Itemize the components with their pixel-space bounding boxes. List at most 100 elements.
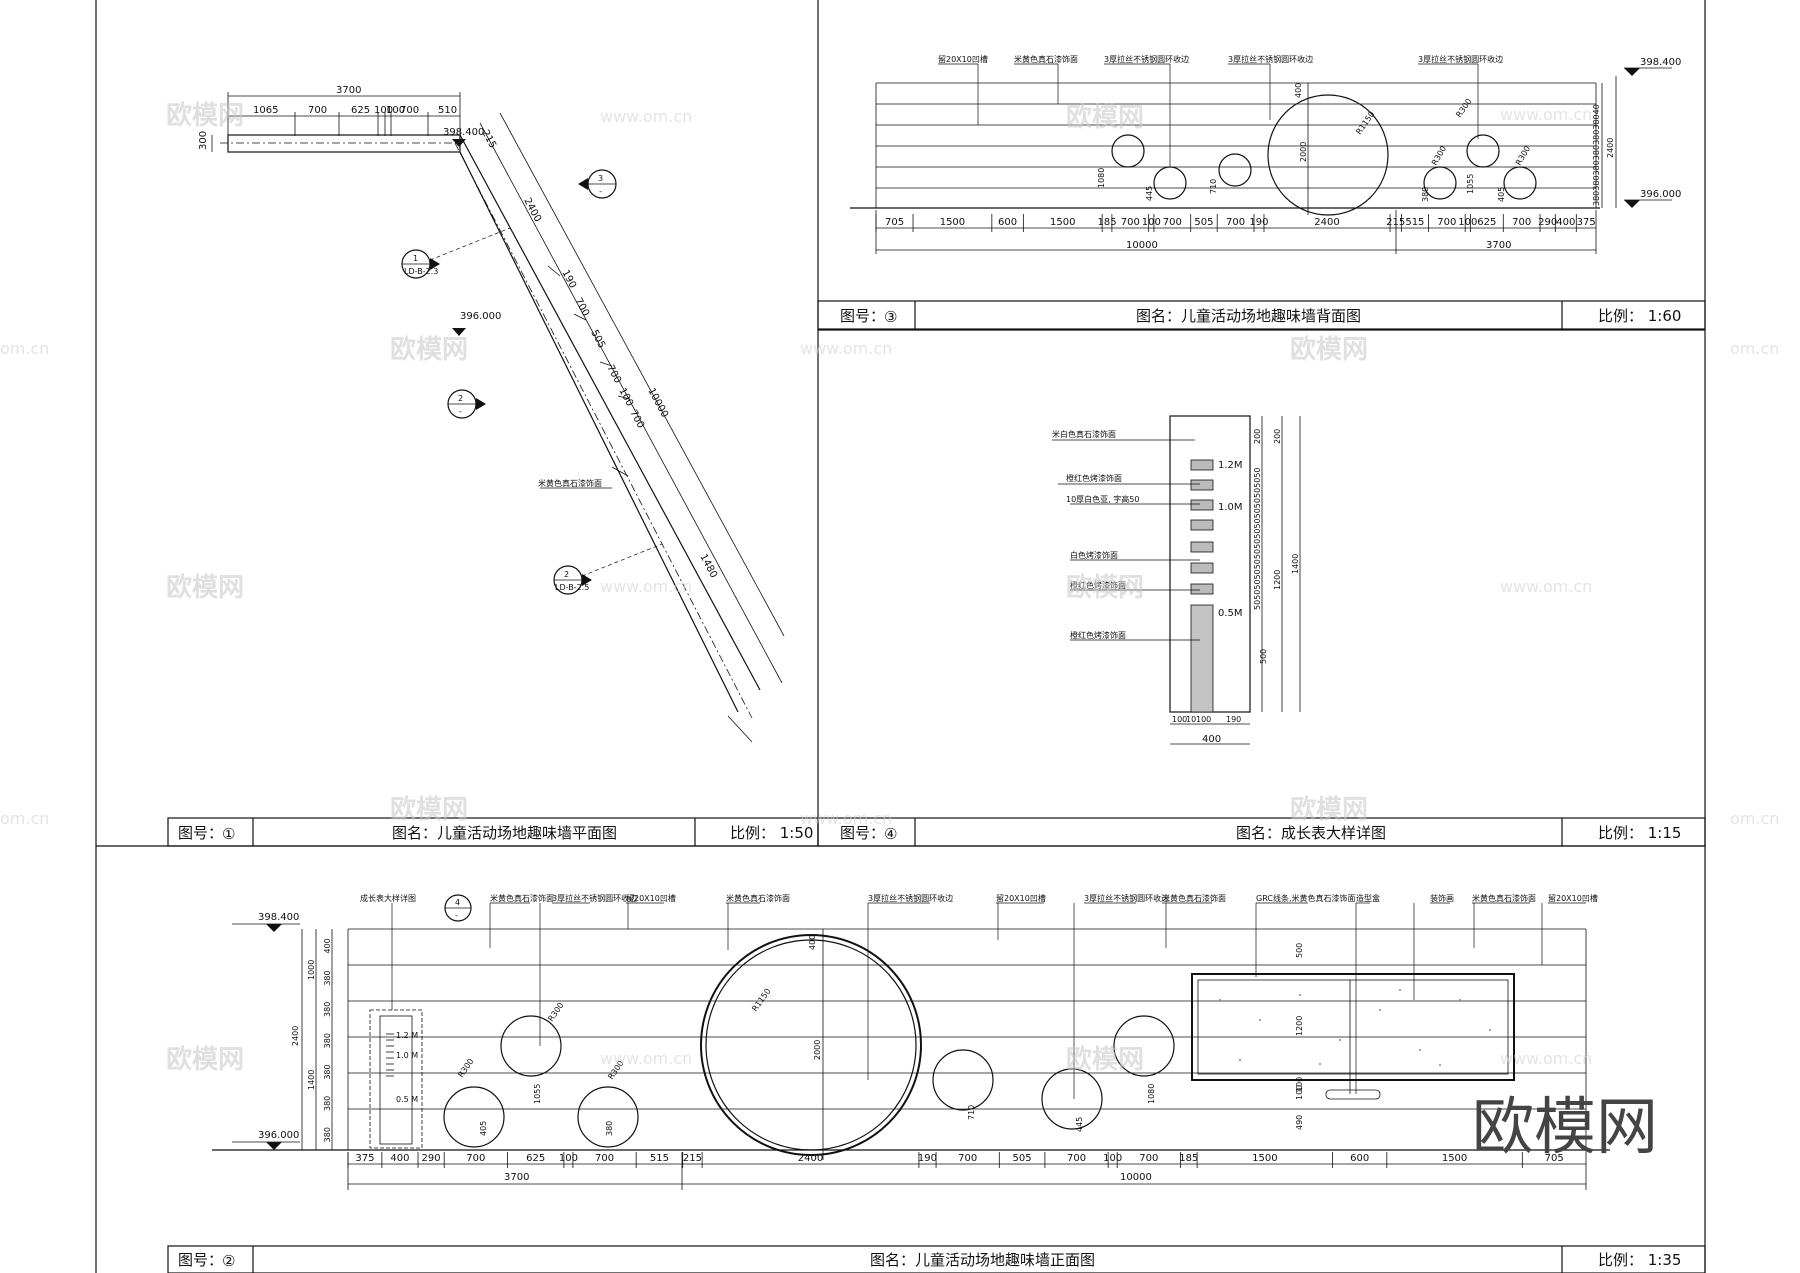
mark-3 <box>1190 499 1214 511</box>
callout-1: 1 LD-B-2.3 <box>401 227 511 279</box>
detail-bdim-100a: 100 <box>1172 715 1187 724</box>
back-note-1: 留20X10凹槽 <box>938 54 988 64</box>
svg-text:www.om.cn: www.om.cn <box>600 577 692 596</box>
svg-text:3: 3 <box>598 174 603 183</box>
dim-label: 100 <box>559 1153 578 1164</box>
sheet2-scale: 比例： 1:35 <box>1598 1251 1681 1269</box>
front-elev-bot: 396.000 <box>258 1130 299 1141</box>
front-total-10000: 10000 <box>1120 1172 1152 1183</box>
front-note-3: 3厚拉丝不锈钢圆环收边 <box>552 893 637 903</box>
dim-label: 625 <box>1477 217 1496 228</box>
watermarks: 欧模网 www.om.cn 欧模网 www.om.cn om.cn 欧模网 ww… <box>0 100 1779 1163</box>
dim-label: 100 <box>1458 217 1477 228</box>
left-stack-label: 380 <box>323 1096 332 1111</box>
plan-view: 3700 1065 700 625 100 100 700 510 300 39… <box>198 85 785 743</box>
detail-dim-200a: 200 <box>1253 429 1262 444</box>
back-vdim-380: 380 <box>1421 187 1430 202</box>
back-radius-big: R1150 <box>1354 110 1376 136</box>
svg-text:-: - <box>599 187 602 196</box>
front-vdim-445: 445 <box>1075 1117 1084 1132</box>
front-note-7: 留20X10凹槽 <box>996 893 1046 903</box>
plan-dim-300: 300 <box>198 131 209 150</box>
plan-elev-396: 396.000 <box>460 311 501 322</box>
dim-label: 290 <box>1538 217 1557 228</box>
dim-label: 700 <box>595 1153 614 1164</box>
dim-label: 700 <box>1067 1153 1086 1164</box>
detail-dim-200b: 200 <box>1273 429 1282 444</box>
dim-label: 215 <box>1386 217 1405 228</box>
detail-dim-500: 500 <box>1259 649 1268 664</box>
sheet1-fig-label: 图号： <box>178 824 223 842</box>
dim-label: 100 <box>1103 1153 1122 1164</box>
svg-text:www.om.cn: www.om.cn <box>1500 105 1592 124</box>
sheet3-scale: 比例： 1:60 <box>1598 307 1681 325</box>
detail-note-6: 橙红色烤漆饰面 <box>1070 630 1126 640</box>
back-note-2: 米黄色真石漆饰面 <box>1014 54 1078 64</box>
plan-slant-1480: 1480 <box>697 552 719 580</box>
dim-label: 625 <box>526 1153 545 1164</box>
front-mark-1.2: 1.2 M <box>396 1031 418 1040</box>
mark-1 <box>1190 459 1214 471</box>
dim-label: 700 <box>1139 1153 1158 1164</box>
detail-note-1: 米白色真石漆饰面 <box>1052 429 1116 439</box>
plan-material-note: 米黄色真石漆饰面 <box>538 478 602 488</box>
plan-slant-505: 505 <box>588 328 607 350</box>
dim-label: 1500 <box>1050 217 1075 228</box>
front-elevation: R1150 R300 R300 R300 1.2 M 1.0 M 0.5 M <box>212 893 1610 1190</box>
sheet2-fig-label: 图号： <box>178 1251 223 1269</box>
front-elev-bot-marker <box>266 1142 282 1150</box>
left-stack-label: 380 <box>323 1064 332 1079</box>
detail-note-2: 橙红色烤漆饰面 <box>1066 473 1122 483</box>
mark-5 <box>1190 541 1214 553</box>
back-elevation: R1150 R300 R300 R300 留20X10凹槽 米黄色真石漆饰面 3… <box>850 54 1681 254</box>
sheet1-title: 图名：儿童活动场地趣味墙平面图 <box>392 824 617 842</box>
sheet2-title: 图名：儿童活动场地趣味墙正面图 <box>870 1251 1095 1269</box>
svg-text:www.om.cn: www.om.cn <box>800 809 892 828</box>
front-note-1: 成长表大样详图 <box>360 893 416 903</box>
front-radius-2: R300 <box>456 1057 475 1079</box>
mark-2 <box>1190 479 1214 491</box>
left-stack-label: 380 <box>323 970 332 985</box>
svg-text:-: - <box>459 407 462 416</box>
back-note-5: 3厚拉丝不锈钢圆环收边 <box>1418 54 1503 64</box>
front-elev-top: 398.400 <box>258 912 299 923</box>
sheet1-fig-num: ① <box>222 825 235 843</box>
dim-label: 190 <box>918 1153 937 1164</box>
back-vdim-710: 710 <box>1209 179 1218 194</box>
plan-dim-510: 510 <box>438 105 457 116</box>
svg-text:欧模网: 欧模网 <box>1066 572 1144 603</box>
svg-text:www.om.cn: www.om.cn <box>1500 577 1592 596</box>
dim-label: 185 <box>1179 1153 1198 1164</box>
dim-label: 600 <box>1350 1153 1369 1164</box>
svg-text:www.om.cn: www.om.cn <box>1500 1049 1592 1068</box>
svg-text:4: 4 <box>455 898 460 907</box>
front-left-2400: 2400 <box>291 1026 300 1046</box>
back-elev-top-marker <box>1624 68 1640 76</box>
dim-label: 290 <box>422 1153 441 1164</box>
back-elev-bot-marker <box>1624 200 1640 208</box>
dim-label: 700 <box>1163 217 1182 228</box>
elev-marker-top <box>452 139 466 147</box>
dim-label: 700 <box>466 1153 485 1164</box>
plan-dim-100b: 100 <box>386 105 405 116</box>
back-note-4: 3厚拉丝不锈钢圆环收边 <box>1228 54 1313 64</box>
front-vdim-1055: 1055 <box>533 1084 542 1104</box>
dim-label: 600 <box>998 217 1017 228</box>
detail-bdim-190: 190 <box>1226 715 1241 724</box>
dim-label: 400 <box>390 1153 409 1164</box>
dim-label: 505 <box>1013 1153 1032 1164</box>
detail-bdim-10: 10 <box>1186 715 1196 724</box>
svg-text:www.om.cn: www.om.cn <box>600 107 692 126</box>
dim-label: 215 <box>683 1153 702 1164</box>
plan-dim-625: 625 <box>351 105 370 116</box>
sheet4-title: 图名：成长表大样详图 <box>1236 824 1386 842</box>
dim-label: 700 <box>1121 217 1140 228</box>
svg-text:-: - <box>455 911 458 920</box>
title-block-sheet3: 图号： ③ 图名：儿童活动场地趣味墙背面图 比例： 1:60 <box>817 300 1706 330</box>
plan-dim-700b: 700 <box>400 105 419 116</box>
mark-label-0.5: 0.5M <box>1218 608 1243 619</box>
svg-text:om.cn: om.cn <box>1730 339 1779 358</box>
sheet3-title: 图名：儿童活动场地趣味墙背面图 <box>1136 307 1361 325</box>
front-vdim-2000: 2000 <box>813 1040 822 1060</box>
